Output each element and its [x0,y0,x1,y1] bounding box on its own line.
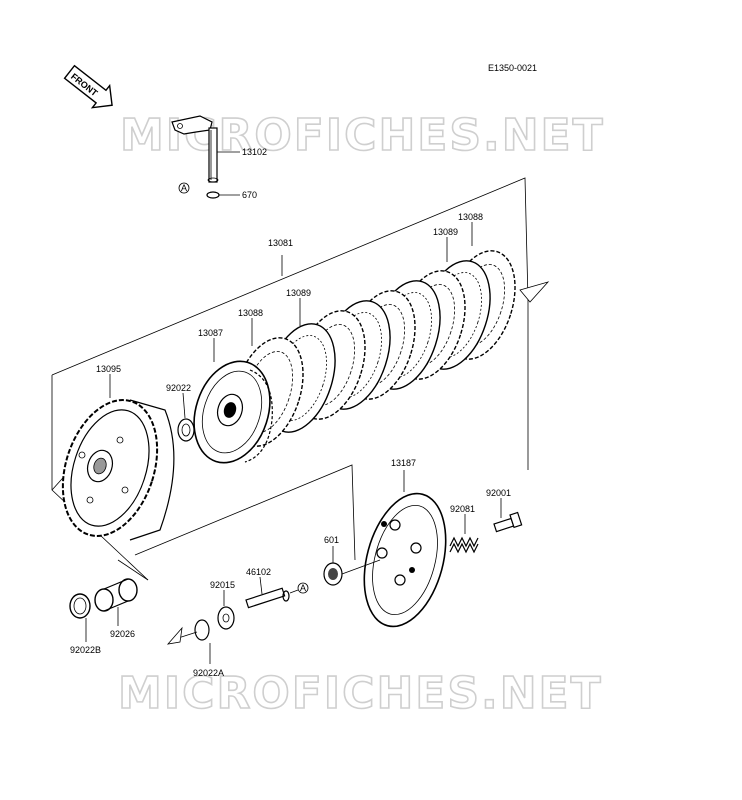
front-arrow-icon: FRONT [63,64,113,109]
label-13088-right: 13088 [458,212,483,222]
ref-a-circle-top [178,182,190,194]
label-92015: 92015 [210,580,235,590]
label-13089-right: 13089 [433,227,458,237]
label-92022: 92022 [166,383,191,393]
label-92001: 92001 [486,488,511,498]
ref-a-top: A [181,183,187,193]
label-13088-left: 13088 [238,308,263,318]
washer-92022a [194,619,210,641]
ref-a-circle-bottom [297,582,309,594]
pressure-plate [363,492,447,628]
clutch-spring [449,536,479,554]
watermark-bottom: MICROFICHES.NET [118,668,603,719]
label-601: 601 [324,535,339,545]
washer-92022 [177,418,195,442]
push-lever-shaft [171,115,219,183]
label-13081: 13081 [268,238,293,248]
clutch-housing [61,399,175,541]
diagram-code: E1350-0021 [488,63,537,73]
bushing-92026 [94,578,138,612]
label-13187: 13187 [391,458,416,468]
label-670: 670 [242,190,257,200]
washer-92022b [69,593,91,619]
ref-a-bottom: A [300,583,306,593]
label-92026: 92026 [110,629,135,639]
label-13095: 13095 [96,364,121,374]
o-ring-670 [206,191,220,199]
clutch-hub [193,360,273,464]
label-13087: 13087 [198,328,223,338]
bolt-92001 [493,511,523,533]
clutch-plates-stack [232,250,516,447]
label-13089-left: 13089 [286,288,311,298]
label-13102: 13102 [242,147,267,157]
push-rod-46102 [245,587,290,609]
label-92022a: 92022A [193,668,224,678]
label-46102: 46102 [246,567,271,577]
label-92022b: 92022B [70,645,101,655]
nut-92015 [217,606,235,630]
label-92081: 92081 [450,504,475,514]
